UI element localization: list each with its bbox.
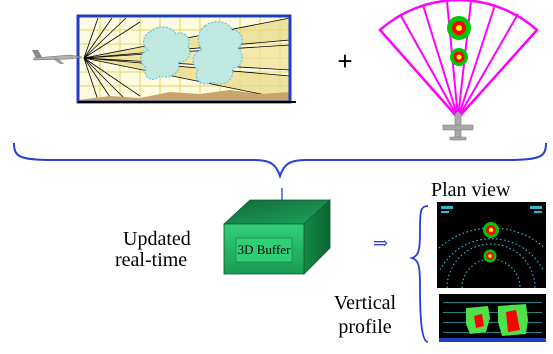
profile-core [474,314,484,328]
vertical-profile-line2: profile [338,316,392,338]
vertical-profile-display [439,294,546,342]
plan-view-display [437,202,546,289]
vertical-profile-screen [439,294,546,342]
updated-label-line2: real-time [115,249,188,271]
plus-sign: + [337,46,352,76]
buffer-label: 3D Buffer [237,242,291,257]
storm-cell [447,16,471,40]
profile-dot-grid [443,302,542,333]
buffer-box [222,199,332,275]
plan-view-fan [378,0,539,141]
updated-label: Updated real-time [115,228,191,271]
vertical-profile-label: Vertical profile [320,293,410,338]
plan-view-screen [437,202,546,288]
updated-label-line1: Updated [123,228,191,250]
cloud-cell [192,21,243,85]
storm-cell [483,222,499,238]
buffer-label-panel [235,237,293,263]
profile-base [439,338,546,342]
vertical-profile-line1: Vertical [333,292,397,314]
profile-core [506,310,520,332]
storm-cell [483,249,497,263]
storm-cell [450,48,468,66]
cloud-cell [140,26,191,80]
plan-view-label: Plan view [431,179,511,201]
terrain [78,90,290,102]
display-corner-text [441,206,542,213]
airplane-icon [442,111,474,141]
output-brace [409,205,429,343]
vertical-radar-panel [76,14,296,104]
right-double-arrow-icon: ⇒ [373,233,389,253]
merge-brace [13,142,547,180]
airplane-icon [32,50,83,64]
